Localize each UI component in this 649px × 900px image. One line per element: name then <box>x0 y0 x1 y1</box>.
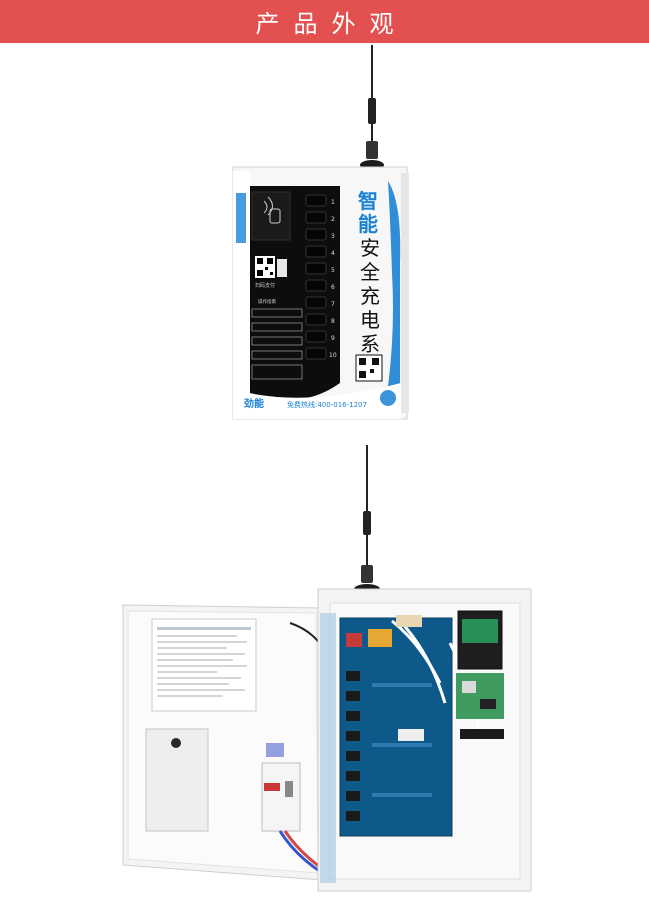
port-number: 4 <box>331 250 335 257</box>
cabinet-body <box>317 588 532 892</box>
section-title: 产品外观 <box>255 10 408 38</box>
port-number: 1 <box>331 199 335 206</box>
port-number: 8 <box>331 318 335 325</box>
gsm-module <box>456 673 504 719</box>
svg-text:智: 智 <box>358 189 378 213</box>
svg-text:系: 系 <box>360 332 380 356</box>
hotline: 免费热线:400-016-1207 <box>287 400 367 409</box>
antenna <box>360 45 384 170</box>
svg-text:电: 电 <box>360 308 380 332</box>
charging-station-box: 扫码支付 操作指南 1 2 3 4 5 6 7 8 9 <box>232 166 409 420</box>
antenna <box>354 445 380 594</box>
port-number: 9 <box>331 335 335 342</box>
guide-title: 操作指南 <box>258 298 276 305</box>
svg-text:能: 能 <box>358 212 378 236</box>
device-front-photo: 扫码支付 操作指南 1 2 3 4 5 6 7 8 9 <box>232 45 409 420</box>
side-title: 智 能 安 全 充 电 系 统 <box>358 189 380 380</box>
section-header: 产品外观 <box>0 0 649 43</box>
circuit-breaker <box>261 762 301 832</box>
brand-logo: 劲能 <box>244 397 264 410</box>
port-number: 3 <box>331 233 335 240</box>
port-column: 1 2 3 4 5 6 7 8 9 10 <box>305 194 337 360</box>
svg-text:安: 安 <box>360 236 380 260</box>
open-door <box>122 604 346 885</box>
svg-text:全: 全 <box>360 260 380 284</box>
scooter-icon <box>380 390 396 406</box>
scan-label: 扫码支付 <box>255 282 275 289</box>
main-circuit-board <box>339 617 453 837</box>
device-open-photo <box>122 445 532 892</box>
port-number: 7 <box>331 301 335 308</box>
port-number: 6 <box>331 284 335 291</box>
port-number: 2 <box>331 216 335 223</box>
port-number: 10 <box>329 352 337 359</box>
relay-column <box>346 671 360 821</box>
port-number: 5 <box>331 267 335 274</box>
svg-text:充: 充 <box>360 284 380 308</box>
